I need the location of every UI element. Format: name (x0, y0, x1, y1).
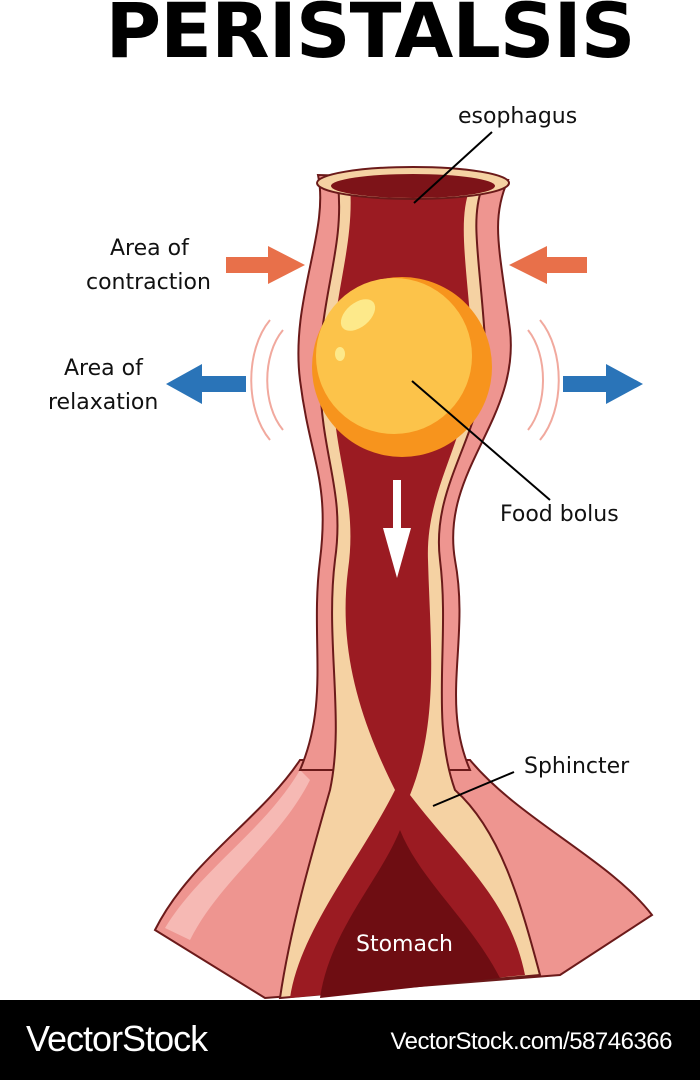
brand-logo: VectorStock (26, 1018, 208, 1059)
label-food-bolus: Food bolus (500, 502, 619, 527)
down-arrow-icon (383, 480, 411, 578)
lumen-dark (320, 830, 500, 998)
contraction-arrow-left-icon (226, 246, 305, 284)
bolus-leader (411, 380, 551, 501)
source-url: VectorStock.com/58746366 (390, 1028, 672, 1055)
vibration-lines-left (250, 319, 284, 441)
label-contraction-2: contraction (86, 270, 211, 295)
vibration-lines-right (527, 319, 560, 441)
relaxation-arrow-left-icon (166, 364, 246, 404)
label-relaxation-1: Area of (64, 356, 143, 381)
sphincter-leader (432, 771, 515, 807)
stomach-wall-highlight (165, 770, 310, 940)
contraction-arrow-right-icon (509, 246, 587, 284)
label-esophagus: esophagus (458, 104, 578, 129)
watermark-footer: VectorStock VectorStock.com/58746366 (0, 1000, 700, 1080)
label-relaxation-2: relaxation (48, 390, 159, 415)
label-contraction-1: Area of (110, 236, 189, 261)
label-stomach: Stomach (356, 932, 454, 957)
diagram-title: PERISTALSIS (105, 0, 635, 75)
label-sphincter: Sphincter (524, 754, 630, 779)
relaxation-arrow-right-icon (563, 364, 643, 404)
peristalsis-illustration (153, 131, 654, 1000)
esophagus-leader (413, 131, 493, 204)
